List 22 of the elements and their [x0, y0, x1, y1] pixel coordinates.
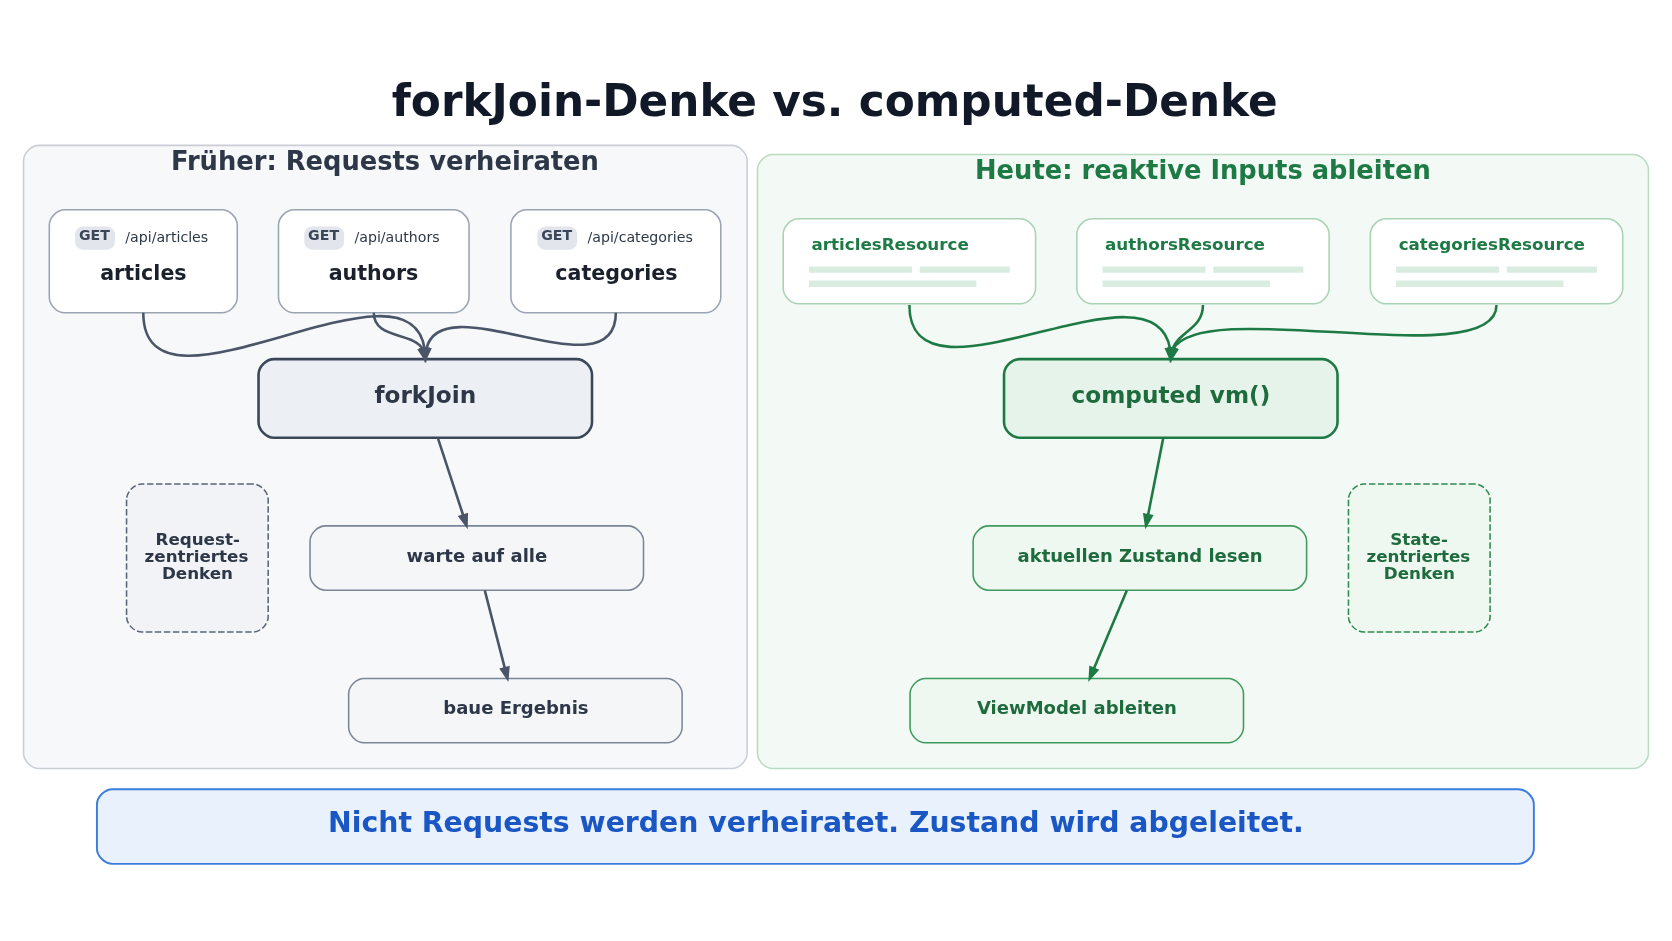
node-box: State-zentriertes Denken: [1347, 483, 1491, 633]
node-box: GET /api/categories categories: [510, 209, 722, 314]
arrow: [1088, 589, 1128, 682]
node-box: warte auf alle: [309, 525, 645, 591]
node-box: GET /api/authors authors: [277, 209, 470, 314]
node-box: authorsResource: [1076, 218, 1330, 305]
node-box: baue Ergebnis: [347, 677, 683, 744]
node-box: computed vm(): [1002, 357, 1339, 439]
arrow: [1168, 304, 1498, 363]
node-box: Nicht Requests werden verheiratet. Zustand wird abgeleitet.: [95, 788, 1535, 865]
node-box: Request-zentriertes Denken: [125, 483, 269, 633]
arrow: [1167, 304, 1205, 363]
arrow: [483, 590, 510, 683]
node-box: GET /api/articles articles: [48, 209, 239, 314]
arrow: [436, 437, 469, 530]
node-box: categoriesResource: [1369, 218, 1624, 305]
node-box: articlesResource: [782, 218, 1037, 305]
diagram-title: forkJoin-Denke vs. computed-Denke: [391, 75, 1278, 127]
node-box: aktuellen Zustand lesen: [972, 525, 1308, 591]
node-box: ViewModel ableiten: [909, 677, 1245, 744]
arrow: [1142, 437, 1165, 530]
node-box: forkJoin: [257, 357, 594, 439]
